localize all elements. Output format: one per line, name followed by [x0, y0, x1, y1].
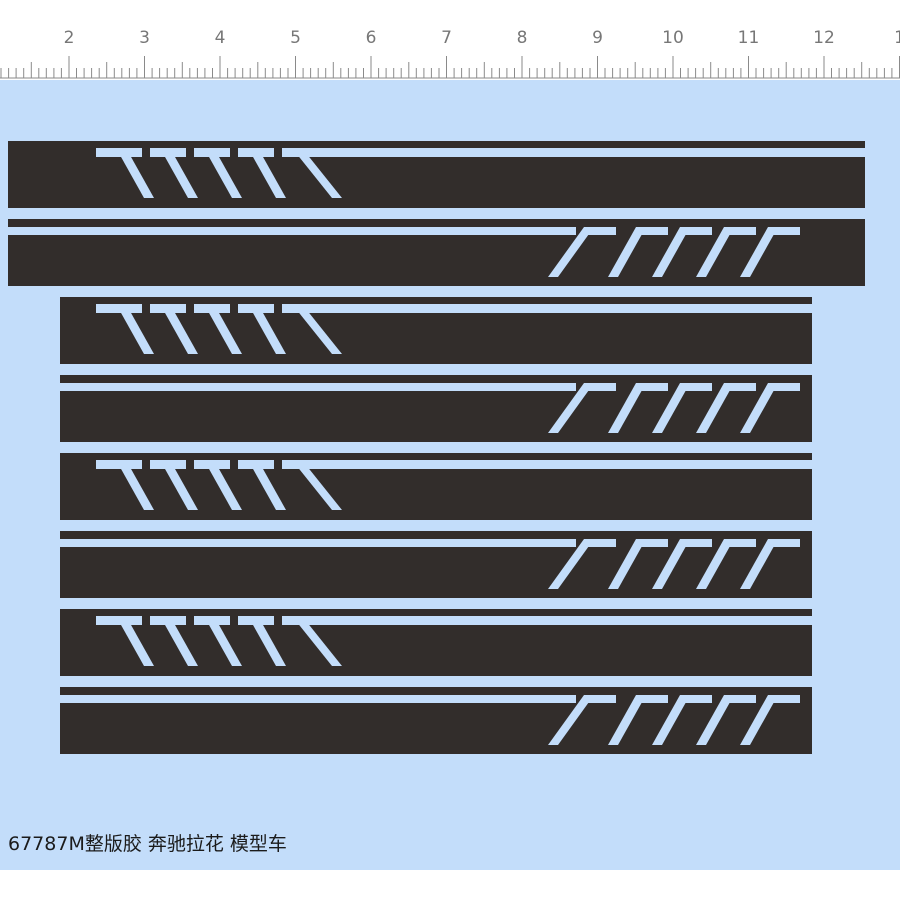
decal-hook-leg: [292, 616, 342, 666]
decal-hook-leg: [160, 148, 198, 198]
ruler-label: 1: [894, 28, 900, 48]
decal-hook-leg: [548, 383, 594, 433]
decal-hook-leg: [652, 695, 690, 745]
decal-hook-leg: [740, 227, 778, 277]
decal-hook-leg: [548, 227, 594, 277]
decal-hook-leg: [248, 616, 286, 666]
decal-hook-leg: [248, 304, 286, 354]
decal-hook-leg: [548, 695, 594, 745]
decal-hook-leg: [740, 695, 778, 745]
decal-stripe-left-2: [60, 297, 812, 364]
decal-stripe-left-1: [8, 141, 865, 208]
decal-hook-leg: [160, 304, 198, 354]
decal-stripe-right-3: [60, 531, 812, 598]
decal-hook-leg: [740, 539, 778, 589]
decal-hook-leg: [204, 304, 242, 354]
decal-line: [60, 695, 576, 703]
ruler-label: 4: [215, 28, 226, 48]
ruler-label: 11: [738, 28, 760, 48]
decal-pattern: [96, 616, 812, 666]
decal-hook-leg: [652, 539, 690, 589]
decal-stripe-left-4: [60, 609, 812, 676]
decal-line: [60, 383, 576, 391]
decal-line: [300, 148, 865, 157]
decal-hook-leg: [204, 460, 242, 510]
decal-hook-leg: [608, 539, 646, 589]
ruler-label: 12: [813, 28, 835, 48]
decal-stripe-right-4: [60, 687, 812, 754]
decal-pattern: [60, 539, 800, 589]
product-caption: 67787M整版胶 奔驰拉花 模型车: [8, 833, 287, 855]
ruler-label: 5: [290, 28, 301, 48]
ruler-label: 3: [139, 28, 150, 48]
decal-hook-leg: [652, 227, 690, 277]
decal-hook-leg: [696, 695, 734, 745]
decal-hook-leg: [696, 383, 734, 433]
decal-pattern: [8, 227, 800, 277]
ruler-scale: 2 3 4 5 6 7 8 9 10 11 12 1: [0, 28, 900, 79]
decal-line: [60, 539, 576, 547]
decal-line: [300, 616, 812, 625]
decal-hook-leg: [696, 539, 734, 589]
decal-hook-leg: [116, 460, 154, 510]
decal-hook-leg: [292, 304, 342, 354]
decal-hook-leg: [608, 227, 646, 277]
decal-pattern: [96, 304, 812, 354]
decal-stripe-right-1: [8, 219, 865, 286]
decal-hook-leg: [548, 539, 594, 589]
decal-line: [300, 460, 812, 469]
decal-pattern: [96, 148, 865, 198]
decal-hook-leg: [292, 148, 342, 198]
bottom-margin: [0, 870, 900, 900]
decal-hook-leg: [204, 616, 242, 666]
ruler-label: 6: [366, 28, 377, 48]
ruler-label: 7: [441, 28, 452, 48]
ruler-label: 9: [592, 28, 603, 48]
decal-stripe-left-3: [60, 453, 812, 520]
decal-hook-leg: [116, 616, 154, 666]
decal-hook-leg: [160, 616, 198, 666]
decal-pattern: [60, 695, 800, 745]
decal-hook-leg: [116, 304, 154, 354]
ruler: 2 3 4 5 6 7 8 9 10 11 12 1: [0, 0, 900, 80]
decal-hook-leg: [248, 460, 286, 510]
decal-hook-leg: [292, 460, 342, 510]
decal-hook-leg: [652, 383, 690, 433]
decal-pattern: [96, 460, 812, 510]
decal-hook-leg: [160, 460, 198, 510]
decal-hook-leg: [248, 148, 286, 198]
ruler-label: 2: [64, 28, 75, 48]
decal-stripe-right-2: [60, 375, 812, 442]
decal-pattern: [60, 383, 800, 433]
decal-hook-leg: [116, 148, 154, 198]
decal-line: [300, 304, 812, 313]
decal-line: [8, 227, 576, 235]
decal-hook-leg: [740, 383, 778, 433]
decal-hook-leg: [608, 383, 646, 433]
decal-hook-leg: [696, 227, 734, 277]
ruler-label: 10: [662, 28, 684, 48]
decal-hook-leg: [608, 695, 646, 745]
decal-hook-leg: [204, 148, 242, 198]
ruler-label: 8: [517, 28, 528, 48]
